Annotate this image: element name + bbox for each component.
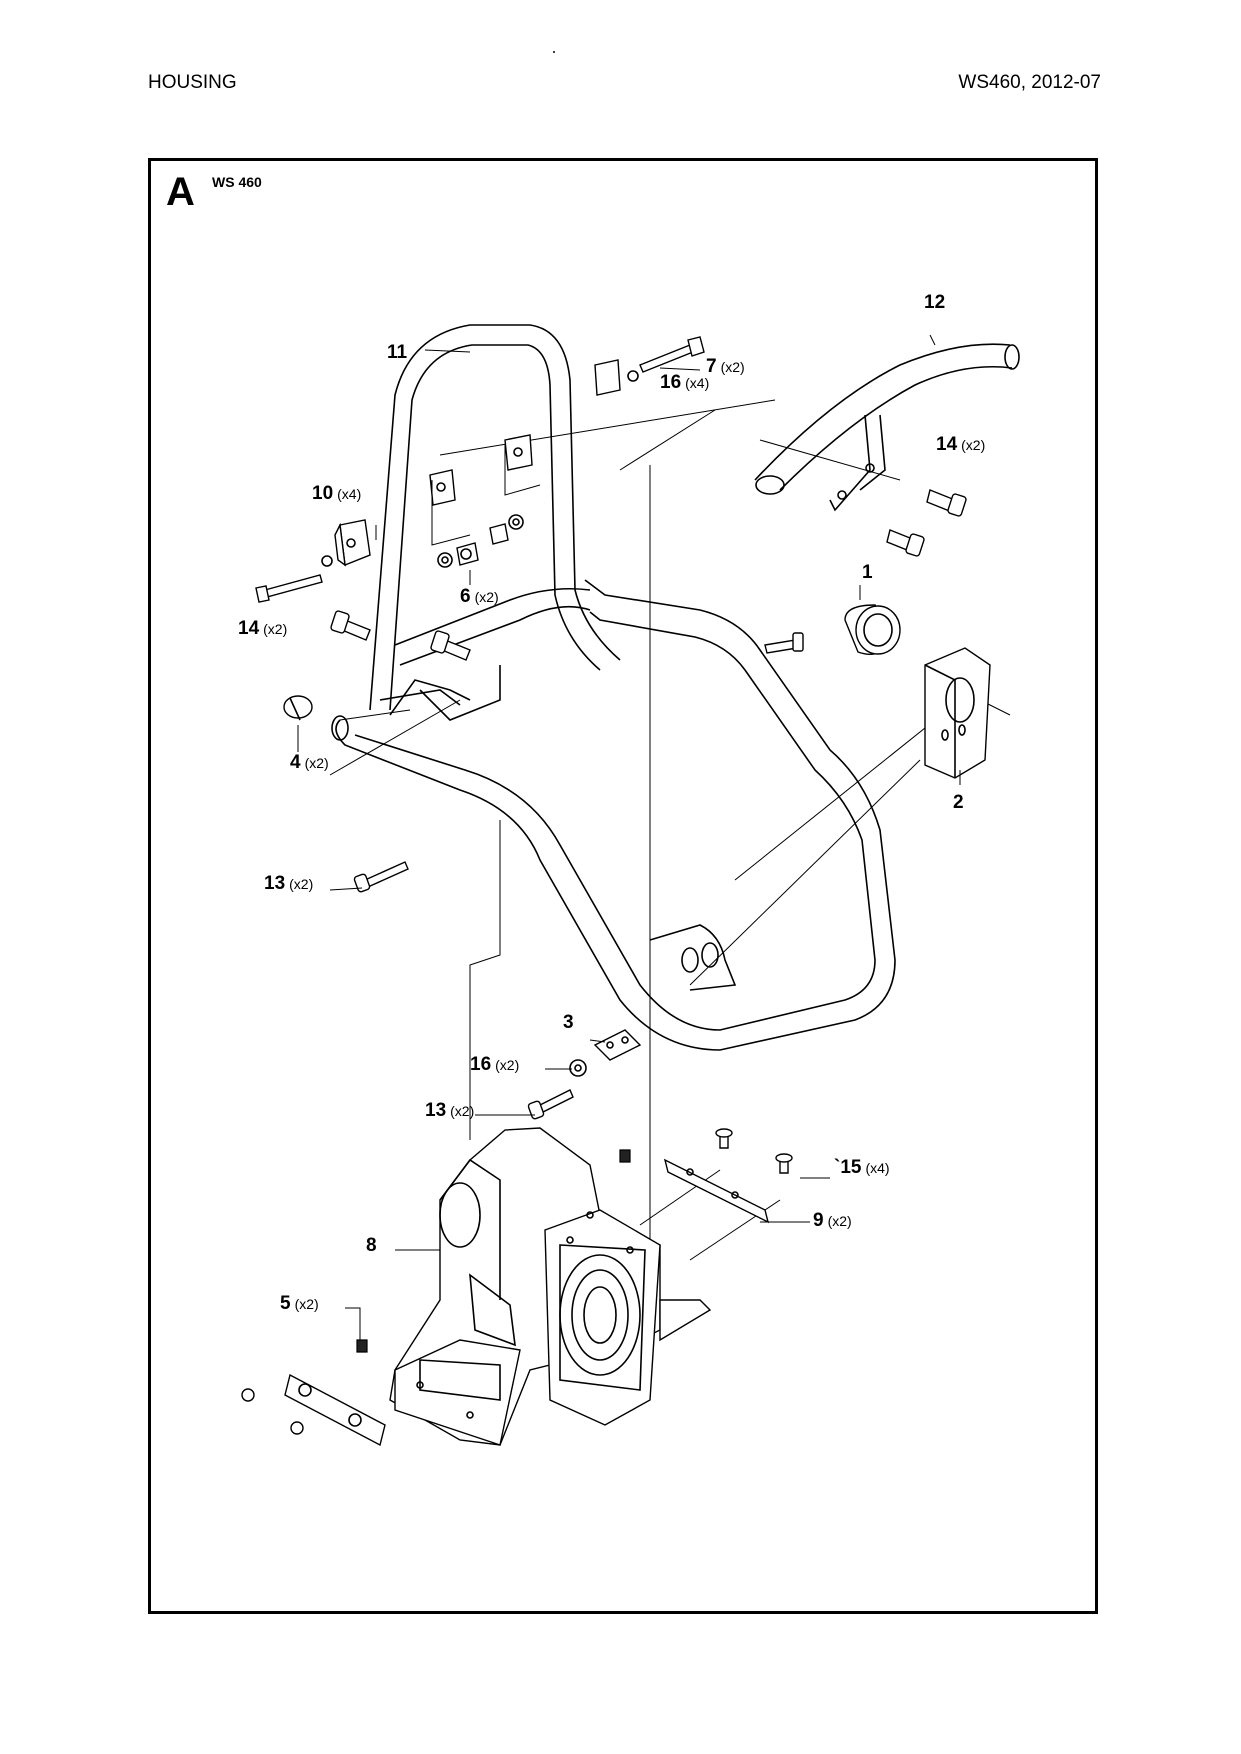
callout-15: `15(x4) — [834, 1157, 890, 1178]
page-header-right: WS460, 2012-07 — [958, 72, 1101, 93]
callout-8: 8 — [366, 1235, 377, 1256]
main-frame — [331, 579, 896, 1051]
callout-3: 3 — [563, 1012, 574, 1033]
strip-part-9 — [663, 1158, 770, 1224]
callout-leaders — [297, 334, 961, 1340]
section-letter: A — [166, 170, 195, 214]
callout-4: 4(x2) — [290, 752, 329, 773]
plate-part-3 — [593, 1029, 642, 1061]
handle-frame-part-11 — [369, 324, 621, 716]
bolts — [241, 336, 967, 1435]
callout-5: 5(x2) — [280, 1293, 319, 1314]
callout-7: 7(x2) — [706, 356, 745, 377]
callout-6: 6(x2) — [460, 586, 499, 607]
callout-9: 9(x2) — [813, 1210, 852, 1231]
page-dot — [553, 51, 555, 53]
diagram-frame — [148, 158, 1098, 1614]
callout-13-lower: 13(x2) — [425, 1100, 475, 1121]
gearbox-housing-part-8 — [389, 1127, 712, 1446]
clamp-blocks-part-10 — [334, 359, 621, 567]
callout-2: 2 — [953, 792, 964, 813]
page-header-left: HOUSING — [148, 72, 237, 93]
callout-1: 1 — [862, 562, 873, 583]
callout-13-upper: 13(x2) — [264, 873, 314, 894]
callout-16-lower: 16(x2) — [470, 1054, 520, 1075]
mounting-block-part-2 — [924, 647, 991, 779]
callout-12: 12 — [924, 292, 946, 313]
section-model: WS 460 — [212, 174, 262, 190]
callout-11: 11 — [387, 342, 408, 363]
callout-14-upper: 14(x2) — [936, 434, 986, 455]
bushing-part-1 — [844, 604, 901, 655]
bushing-part-4 — [283, 695, 313, 721]
callout-10: 10(x4) — [312, 483, 362, 504]
callout-14-left: 14(x2) — [238, 618, 288, 639]
tube-part-12 — [754, 343, 1020, 495]
washers-nuts — [437, 514, 587, 1077]
strip-lower-left — [284, 1373, 386, 1447]
frame-cross-bar — [394, 588, 591, 721]
tube-bracket — [829, 414, 886, 512]
frame-base-plate — [649, 924, 737, 991]
callout-16-upper: 16(x4) — [660, 372, 710, 393]
